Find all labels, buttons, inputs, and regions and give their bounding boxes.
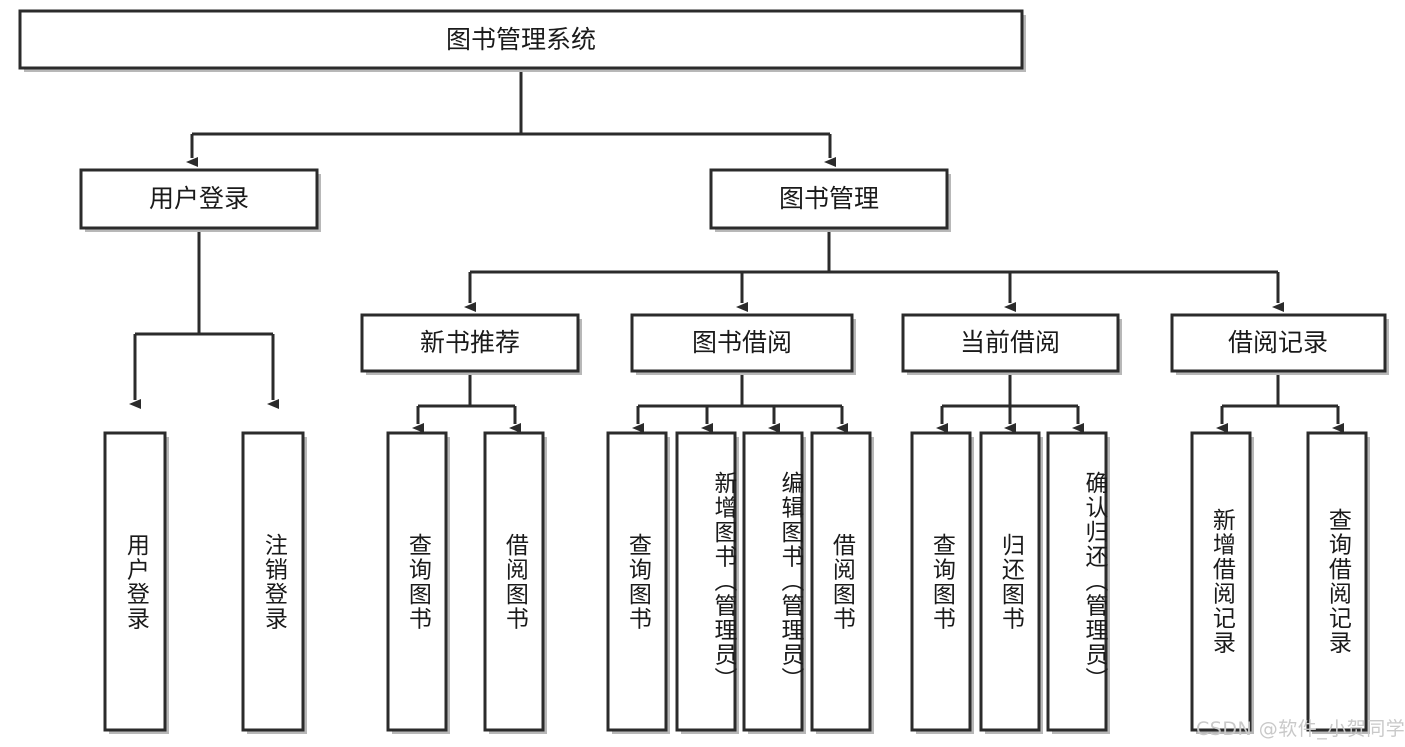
node-book-borrow[interactable]: 图书借阅 xyxy=(630,313,856,375)
node-book-manage[interactable]: 图书管理 xyxy=(709,168,951,232)
node-book-manage-label: 图书管理 xyxy=(779,184,879,213)
leaf-box-borrow-record-2[interactable] xyxy=(1306,431,1370,734)
leaf-box-current-borrow-1[interactable] xyxy=(910,431,974,734)
leaf-box-book-borrow-3[interactable] xyxy=(742,431,806,734)
leaf-box-book-borrow-2[interactable] xyxy=(675,431,739,734)
leaf-box-borrow-record-1[interactable] xyxy=(1190,431,1254,734)
leaf-box-new-book-1[interactable] xyxy=(386,431,450,734)
node-user-login[interactable]: 用户登录 xyxy=(79,168,321,232)
leaf-box-current-borrow-3[interactable] xyxy=(1046,431,1110,734)
leaf-box-user-login-2[interactable] xyxy=(241,431,307,734)
nodes-group: 图书管理系统 用户登录 图书管理 新书推荐 xyxy=(18,9,1389,734)
node-current-borrow-label: 当前借阅 xyxy=(960,328,1060,357)
leaf-box-current-borrow-2[interactable] xyxy=(979,431,1043,734)
csdn-watermark: CSDN @软件_小贺同学 xyxy=(1196,718,1405,740)
node-borrow-record-label: 借阅记录 xyxy=(1228,328,1328,357)
leaf-box-book-borrow-1[interactable] xyxy=(606,431,670,734)
edges-group xyxy=(129,68,1344,433)
node-root[interactable]: 图书管理系统 xyxy=(18,9,1026,72)
node-current-borrow[interactable]: 当前借阅 xyxy=(901,313,1122,375)
leaf-box-user-login-1[interactable] xyxy=(103,431,169,734)
node-borrow-record[interactable]: 借阅记录 xyxy=(1170,313,1389,375)
leaf-box-book-borrow-4[interactable] xyxy=(810,431,874,734)
leaf-box-new-book-2[interactable] xyxy=(483,431,547,734)
node-new-book-recommend-label: 新书推荐 xyxy=(420,328,520,357)
node-new-book-recommend[interactable]: 新书推荐 xyxy=(360,313,582,375)
node-root-label: 图书管理系统 xyxy=(446,25,596,54)
node-book-borrow-label: 图书借阅 xyxy=(692,328,792,357)
node-user-login-label: 用户登录 xyxy=(149,184,249,213)
